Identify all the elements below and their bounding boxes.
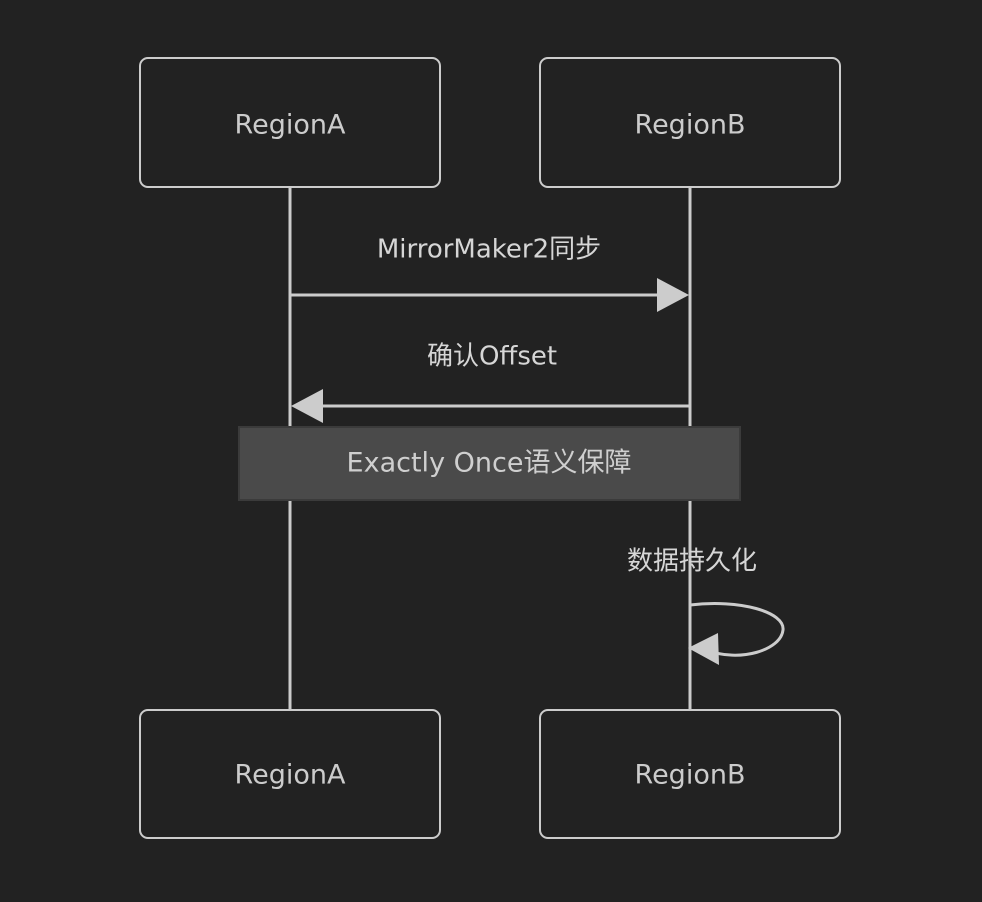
message-label-mirrormaker2-sync: MirrorMaker2同步: [377, 235, 601, 265]
message-mirrormaker2-sync[interactable]: MirrorMaker2同步: [291, 235, 689, 313]
actor-label-bottom-regionA: RegionA: [235, 760, 346, 791]
actor-label-top-regionB: RegionB: [635, 110, 746, 141]
actor-bottom-regionA[interactable]: RegionA: [139, 709, 441, 839]
actor-box-top-regionA: [139, 57, 441, 188]
actor-label-bottom-regionB: RegionB: [635, 760, 746, 791]
arrowhead-left-confirm-offset: [291, 389, 323, 423]
message-data-persistence[interactable]: 数据持久化: [627, 547, 785, 666]
message-label-data-persistence: 数据持久化: [627, 547, 757, 577]
note-label-exactly-once: Exactly Once语义保障: [347, 448, 632, 479]
actor-box-bottom-regionB: [539, 709, 841, 839]
actor-bottom-regionB[interactable]: RegionB: [539, 709, 841, 839]
message-label-confirm-offset: 确认Offset: [427, 342, 557, 372]
arrowhead-right-mirrormaker2-sync: [657, 278, 689, 312]
actor-top-regionB[interactable]: RegionB: [539, 57, 841, 188]
arrowhead-left-data-persistence: [688, 633, 719, 665]
note-box-exactly-once: [238, 426, 741, 501]
actor-top-regionA[interactable]: RegionA: [139, 57, 441, 188]
actor-box-bottom-regionA: [139, 709, 441, 839]
actor-label-top-regionA: RegionA: [235, 110, 346, 141]
actor-box-top-regionB: [539, 57, 841, 188]
note-exactly-once[interactable]: Exactly Once语义保障: [238, 426, 741, 501]
message-confirm-offset[interactable]: 确认Offset: [291, 342, 689, 424]
message-loop-data-persistence: [689, 602, 785, 657]
